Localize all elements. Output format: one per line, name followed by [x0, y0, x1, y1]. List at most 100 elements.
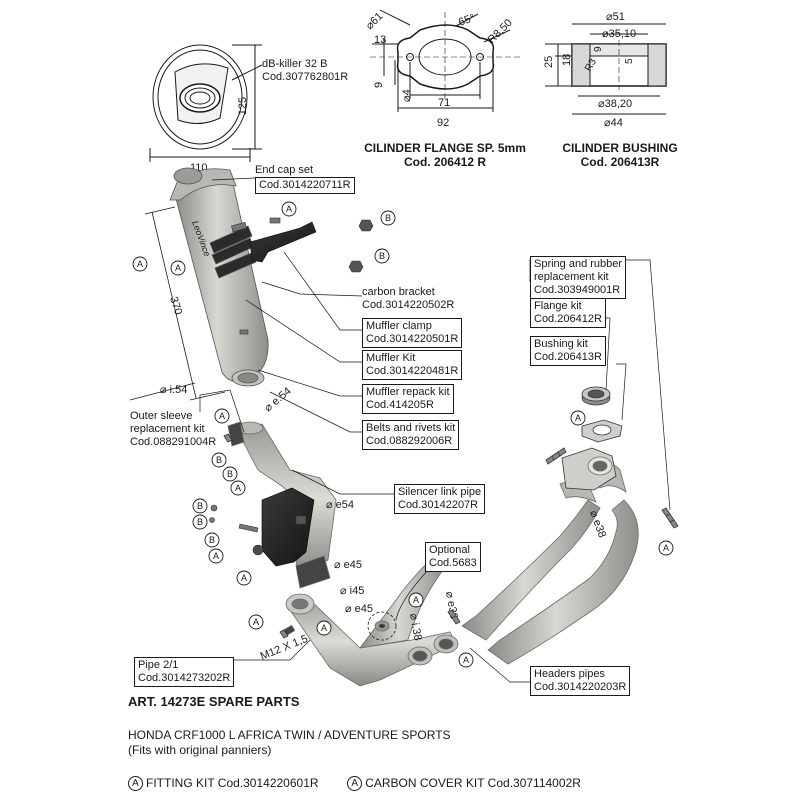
bushing-dim-25: 25 [543, 56, 555, 68]
marker-a: A [137, 259, 143, 269]
carbon-cover-kit-text: CARBON COVER KIT Cod.307114002R [365, 776, 581, 790]
label-pipe-2-1: Pipe 2/1 Cod.3014273202R [134, 657, 235, 687]
dim-i38: ⌀ i.38 [407, 612, 424, 641]
dim-i54: ⌀ i.54 [160, 384, 187, 396]
label-line: Bushing kit [534, 338, 588, 350]
muffler-length-dim [129, 206, 226, 401]
legend-marker: A [347, 776, 363, 792]
bushing-caption-code: Cod. 206413R [580, 155, 660, 169]
marker-a: A [413, 595, 419, 605]
dim-e54b: ⌀ e54 [326, 499, 354, 511]
label-muffler-clamp: Muffler clamp Cod.3014220501R [362, 318, 463, 348]
muffler-body [169, 167, 269, 387]
label-end-cap: End cap set Cod.3014220711R [255, 164, 355, 194]
label-optional: Optional Cod.5683 [425, 542, 481, 572]
springs [223, 433, 679, 639]
marker-b: B [209, 535, 215, 545]
label-line: Spring and rubber [534, 258, 623, 270]
marker-circles [132, 201, 674, 668]
marker-b: B [197, 517, 203, 527]
label-code: Cod.3014220203R [534, 681, 627, 693]
label-muffler-kit: Muffler Kit Cod.3014220481R [362, 350, 463, 380]
marker-a: A [219, 411, 225, 421]
bushing-dim-18: 18 [561, 54, 573, 66]
label-line: End cap set [255, 164, 314, 176]
marker-a: A [286, 204, 292, 214]
bushing-dim-d44: ⌀44 [604, 117, 623, 129]
label-line: Muffler repack kit [366, 386, 450, 398]
bushing-caption-title: CILINDER BUSHING [562, 141, 678, 155]
label-code: Cod.414205R [366, 399, 434, 411]
label-code: Cod.206413R [534, 351, 602, 363]
legend-marker: A [128, 776, 143, 792]
label-line: Outer sleeve [130, 410, 193, 422]
flange-dim-9: 9 [373, 82, 385, 88]
dim-e45a: ⌀ e45 [334, 559, 362, 571]
marker-letters: A A A B B A B B A B B B A A A A A A A A [137, 204, 669, 665]
flange-kit-part [581, 419, 623, 443]
label-code: Cod.3014220711R [255, 177, 355, 194]
label-code: Cod.30142207R [398, 499, 479, 511]
bushing-dim-9: 9 [593, 46, 604, 52]
marker-a: A [575, 413, 581, 423]
label-code: Cod.303949001R [534, 284, 621, 296]
fitting-kit-text: FITTING KIT Cod.3014220601R [146, 776, 319, 790]
bushing-dim-5: 5 [624, 58, 635, 64]
dim-e54a: ⌀ e.54 [262, 385, 294, 414]
label-line: Headers pipes [534, 668, 605, 680]
label-line: Muffler clamp [366, 320, 432, 332]
label-line: replacement kit [534, 271, 609, 283]
label-outer-sleeve: Outer sleeve replacement kit Cod.0882910… [130, 410, 216, 449]
flange-drawing [370, 9, 520, 112]
bushing-kit-part [581, 386, 611, 406]
flange-dim-d4: ⌀4 [401, 89, 413, 102]
bushing-drawing [545, 23, 667, 115]
carbon-heat-cover [261, 487, 315, 567]
label-spring-rubber: Spring and rubber replacement kit Cod.30… [530, 256, 627, 299]
cover-fasteners [209, 504, 307, 556]
label-code: Cod.3014220502R [362, 299, 455, 311]
bushing-dim-d51: ⌀51 [606, 11, 625, 23]
flange-caption-title: CILINDER FLANGE SP. 5mm [364, 141, 526, 155]
marker-a: A [663, 543, 669, 553]
label-line: Flange kit [534, 300, 582, 312]
label-line: Muffler Kit [366, 352, 416, 364]
label-line: carbon bracket [362, 286, 435, 298]
carbon-bracket [249, 221, 317, 263]
bushing-dim-d35: ⌀35,10 [602, 28, 636, 40]
label-code: Cod.3014273202R [138, 672, 231, 684]
bushing-caption: CILINDER BUSHING Cod. 206413R [550, 141, 690, 169]
marker-a: A [175, 263, 181, 273]
marker-a: A [253, 617, 259, 627]
oval-end-label-line: dB-killer 32 B [262, 58, 328, 70]
label-line: Silencer link pipe [398, 486, 482, 498]
dim-e38a: ⌀ e38 [443, 590, 460, 620]
label-code: Cod.3014220501R [366, 333, 459, 345]
oval-end-view-drawing [149, 44, 263, 162]
flange-dim-65deg: 65° [457, 12, 477, 29]
marker-a: A [235, 483, 241, 493]
marker-a: A [321, 623, 327, 633]
flange-dim-r8: R8,50 [486, 17, 515, 46]
flange-dim-d61: ⌀61 [364, 10, 386, 32]
header-pipes [461, 447, 639, 665]
dim-i45: ⌀ i45 [340, 585, 364, 597]
marker-b: B [227, 469, 233, 479]
article-title: ART. 14273E SPARE PARTS [128, 694, 300, 709]
optional-part-circle [367, 611, 397, 641]
oval-end-label-line: Cod.307762801R [262, 71, 349, 83]
bracket-bolts [231, 217, 374, 335]
label-bushing-kit: Bushing kit Cod.206413R [530, 336, 606, 366]
marker-b: B [385, 213, 391, 223]
marker-b: B [216, 455, 222, 465]
dim-e45b: ⌀ e45 [345, 603, 373, 615]
label-muffler-repack: Muffler repack kit Cod.414205R [362, 384, 454, 414]
flange-caption-code: Cod. 206412 R [403, 155, 487, 169]
flange-dim-13: 13 [374, 34, 386, 46]
label-carbon-bracket: carbon bracket Cod.3014220502R [362, 286, 454, 312]
oval-end-label: dB-killer 32 B Cod.307762801R [262, 58, 348, 84]
bushing-dim-d38: ⌀38,20 [598, 98, 632, 110]
oval-height-dim: 125 [237, 97, 249, 115]
label-code: Cod.5683 [429, 557, 477, 569]
label-line: Belts and rivets kit [366, 422, 456, 434]
